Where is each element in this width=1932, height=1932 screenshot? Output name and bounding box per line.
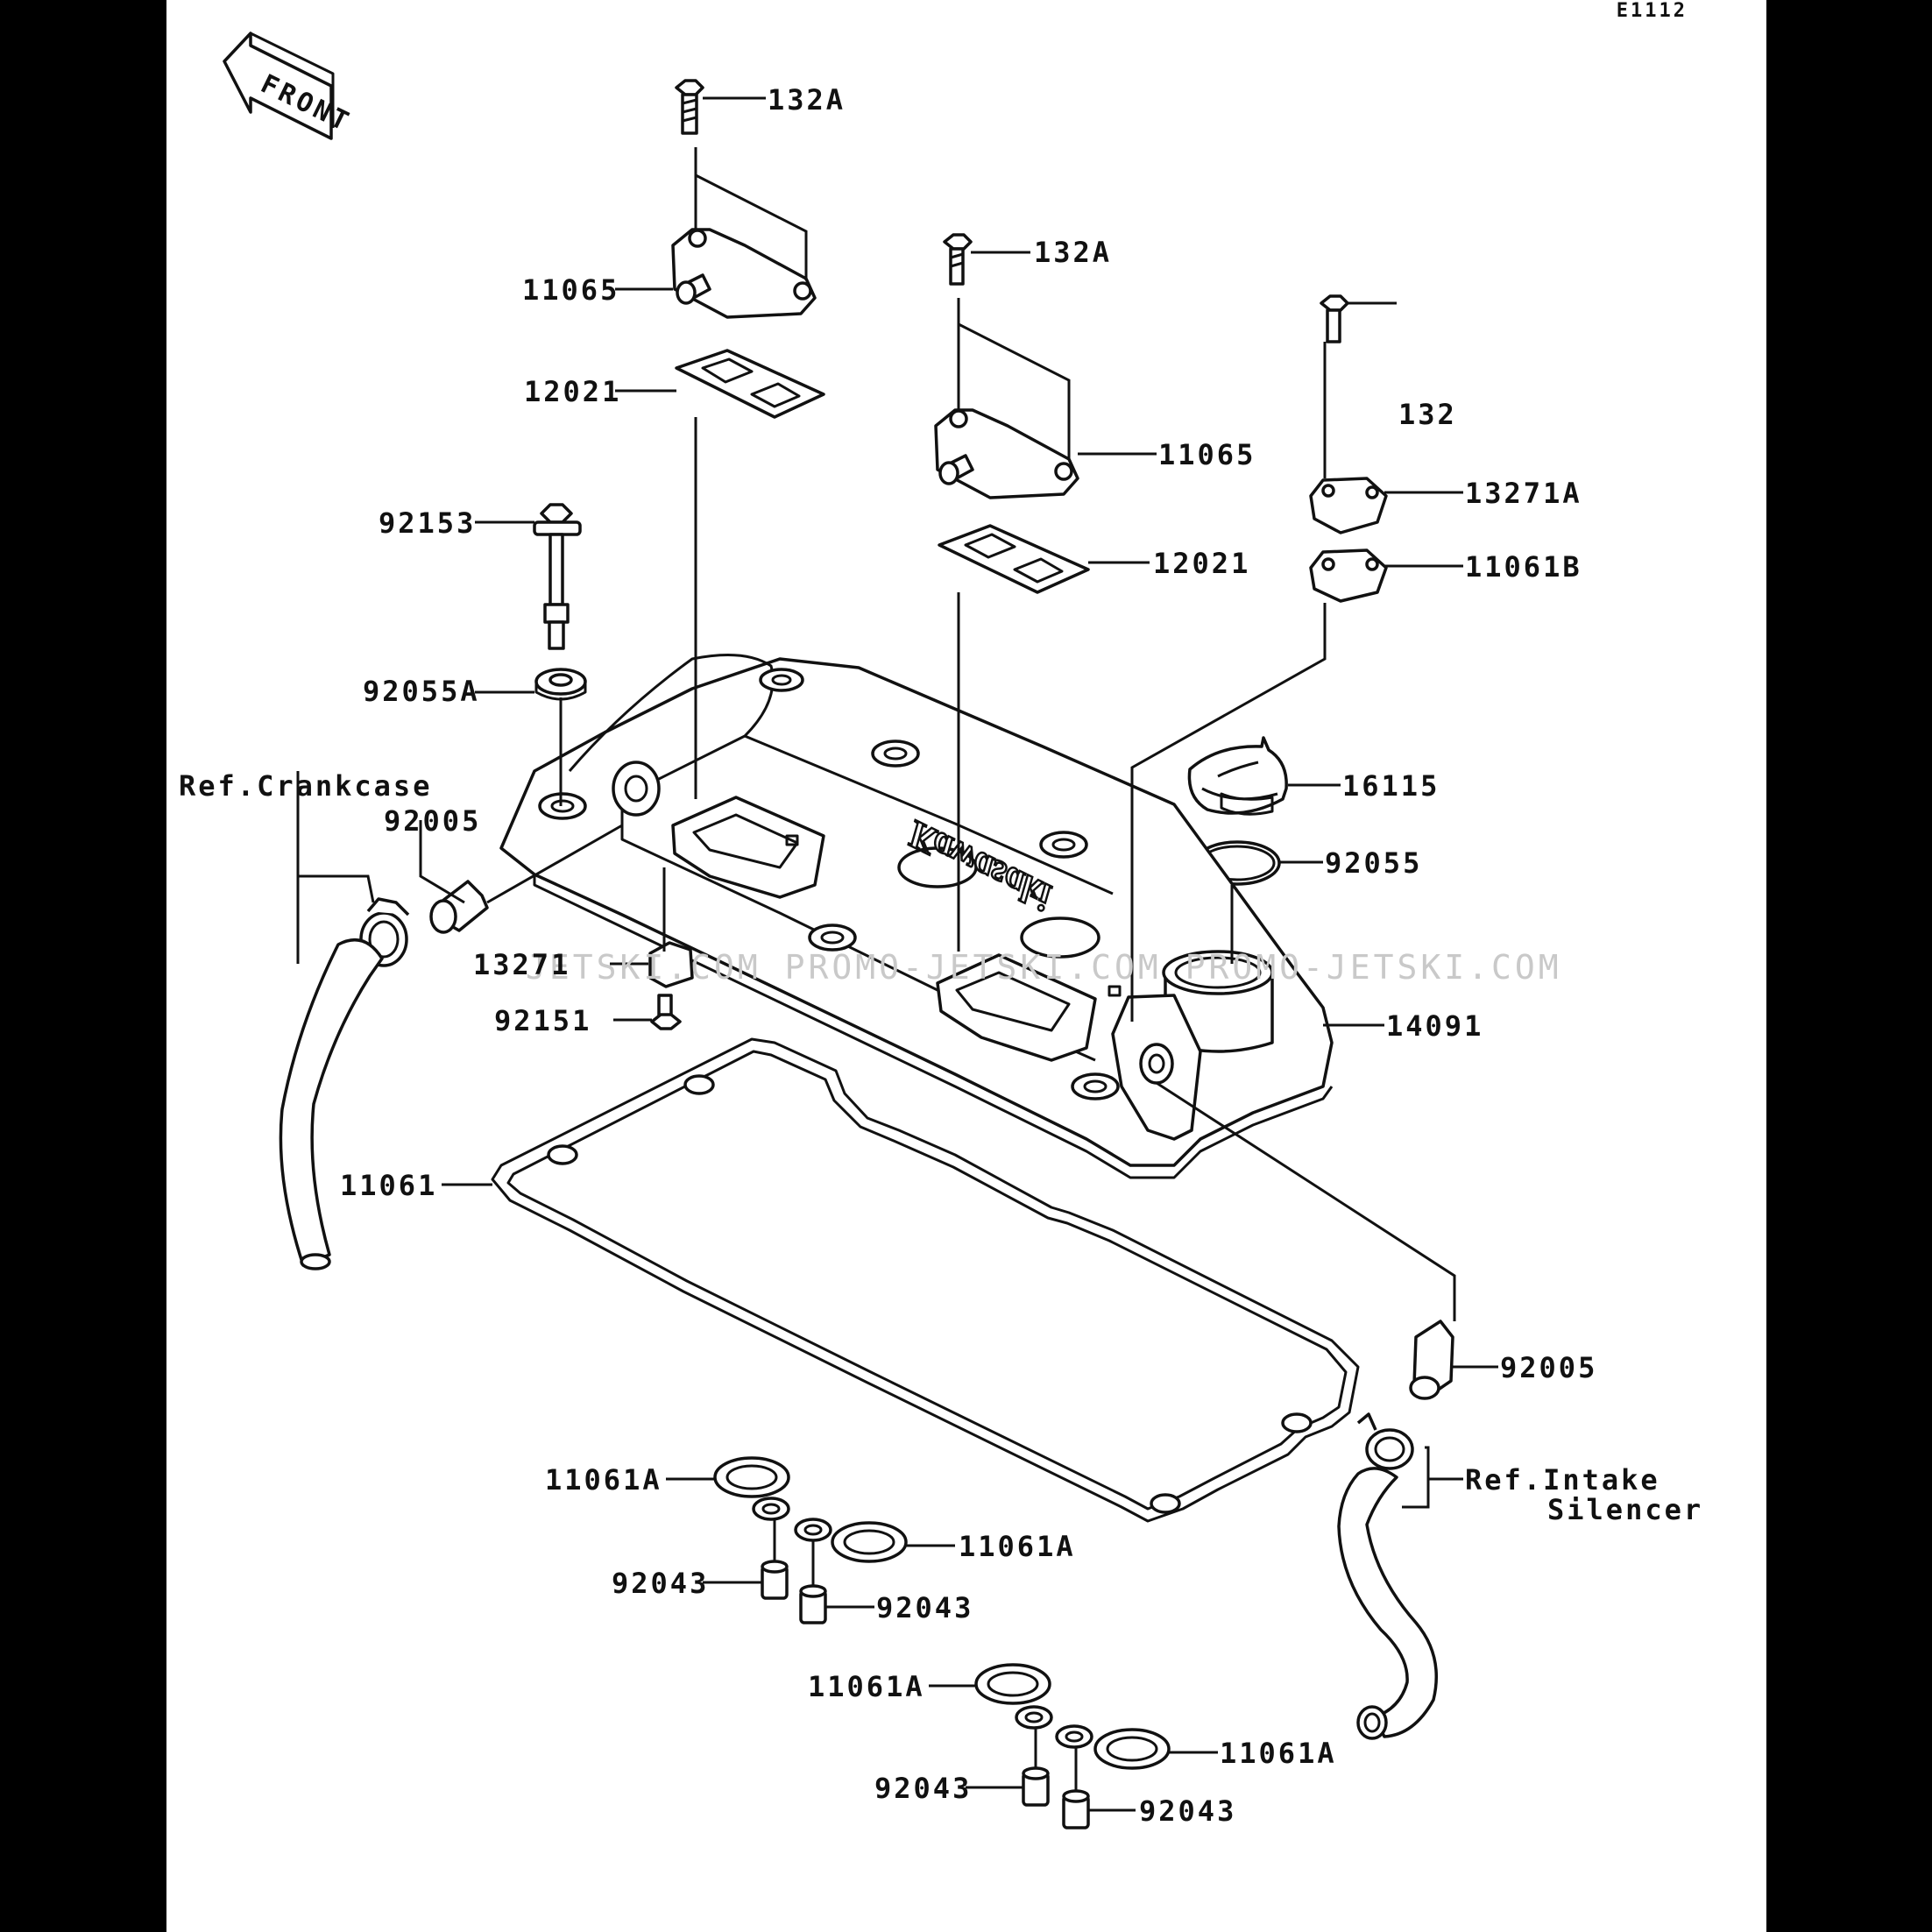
callout-11061a-2: 11061A [959, 1530, 1076, 1563]
diagram-code: E1112 [1616, 0, 1688, 22]
breather-cover-11065-middle [934, 408, 1079, 499]
collar-92043-3 [1022, 1766, 1050, 1807]
callout-ref-crankcase: Ref.Crankcase [179, 769, 433, 803]
hose-right [1337, 1467, 1438, 1740]
plate-13271 [648, 941, 694, 988]
callout-132: 132 [1398, 398, 1457, 431]
parts-diagram-sheet: FRONT [166, 0, 1766, 1932]
fitting-92005-left [429, 880, 489, 934]
watermark: JETSKI.COM PROMO-JETSKI.COM PROMO-JETSKI… [526, 948, 1562, 987]
callout-ref-intake-silencer: Silencer [1547, 1493, 1704, 1526]
callout-11061a-4: 11061A [1220, 1737, 1337, 1770]
callout-ref-intake: Ref.Intake [1465, 1463, 1660, 1497]
callout-92043-3: 92043 [874, 1772, 973, 1805]
callout-92005-right: 92005 [1500, 1351, 1598, 1384]
gasket-12021-middle [938, 524, 1090, 594]
bolt-92153 [533, 503, 582, 650]
callout-92151: 92151 [494, 1004, 592, 1037]
callout-12021-middle: 12021 [1153, 547, 1251, 580]
leader-lines [296, 96, 1498, 1812]
callout-11061b: 11061B [1465, 550, 1582, 584]
cover-13271a [1309, 477, 1388, 534]
fitting-92005-right [1409, 1320, 1454, 1400]
callout-92005-left: 92005 [384, 804, 482, 838]
callout-12021-upper: 12021 [524, 375, 622, 408]
callout-92055a: 92055A [363, 675, 480, 708]
washer-92055a [534, 668, 587, 701]
bolt-92151 [650, 994, 682, 1030]
hose-left [279, 938, 384, 1270]
callout-92043-2: 92043 [876, 1591, 974, 1624]
callout-11061a-1: 11061A [545, 1463, 662, 1497]
oil-filler-cap-16115 [1187, 736, 1288, 816]
callout-11061: 11061 [340, 1169, 438, 1202]
bolt-132 [1320, 294, 1349, 343]
grommet-small-2 [794, 1518, 832, 1542]
callout-92153: 92153 [379, 506, 477, 540]
callout-92043-4: 92043 [1139, 1794, 1237, 1828]
callout-16115: 16115 [1342, 769, 1440, 803]
callout-92043-1: 92043 [612, 1567, 710, 1600]
callout-13271: 13271 [473, 948, 571, 981]
grommet-11061a-4 [1093, 1728, 1171, 1770]
callout-132a-middle: 132A [1034, 236, 1113, 269]
cover-gasket-11061 [491, 1037, 1360, 1523]
callout-11065-middle: 11065 [1158, 438, 1256, 471]
breather-cover-11065-upper [671, 228, 817, 319]
grommet-small-3 [1015, 1705, 1053, 1730]
gasket-11061b [1309, 548, 1388, 603]
grommet-small-1 [752, 1497, 790, 1521]
callout-13271a: 13271A [1465, 477, 1582, 510]
callout-14091: 14091 [1386, 1009, 1484, 1043]
grommet-11061a-3 [974, 1663, 1051, 1705]
callout-132a-upper: 132A [768, 83, 846, 117]
hose-clamp-right [1356, 1412, 1414, 1470]
grommet-small-4 [1055, 1724, 1093, 1749]
gasket-12021-upper [675, 349, 825, 419]
callout-11061a-3: 11061A [808, 1670, 925, 1703]
grommet-11061a-1 [713, 1456, 790, 1498]
grommet-11061a-2 [831, 1521, 908, 1563]
callout-11065-upper: 11065 [522, 273, 620, 307]
collar-92043-4 [1062, 1789, 1090, 1829]
bolt-132a-upper [675, 79, 704, 135]
front-arrow-icon: FRONT [223, 32, 357, 140]
collar-92043-1 [761, 1560, 789, 1600]
exploded-view-drawing: FRONT [223, 32, 1498, 1829]
bolt-132a-middle [943, 233, 973, 286]
cylinder-head-cover-14091: Kawasaki [499, 654, 1334, 1179]
collar-92043-2 [799, 1584, 827, 1624]
callout-92055: 92055 [1325, 846, 1423, 880]
